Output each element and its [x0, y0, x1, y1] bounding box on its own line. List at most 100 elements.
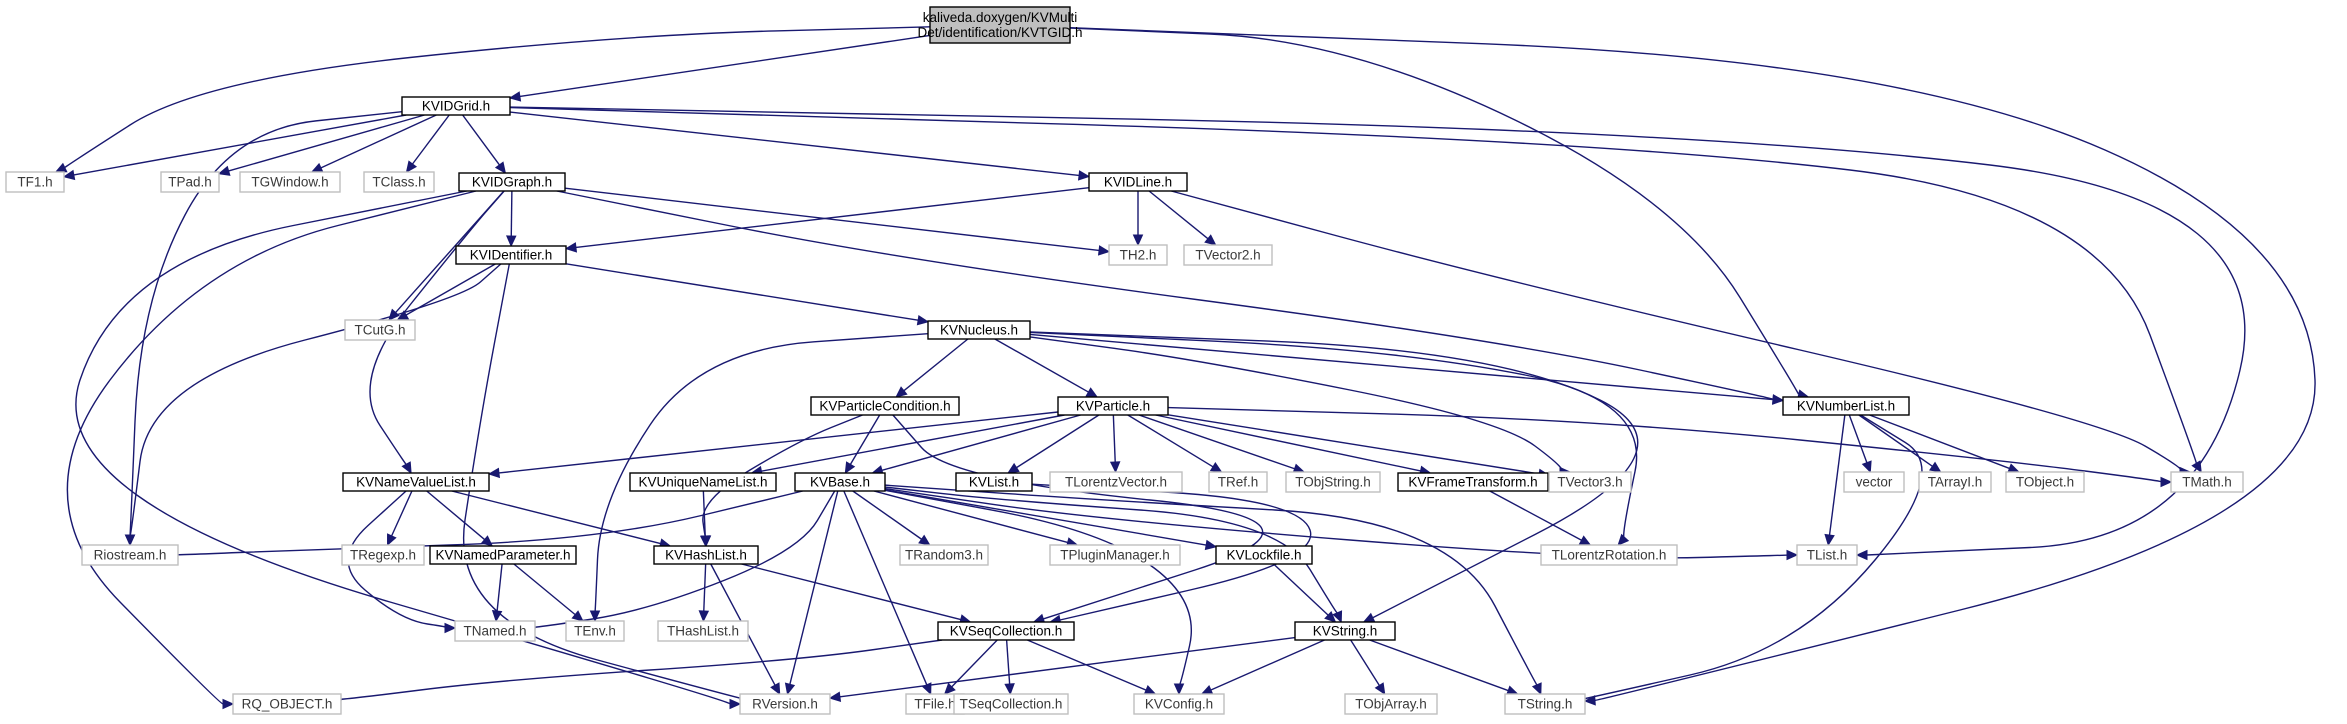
edge-kvparticle-to-kvlist	[1007, 414, 1100, 474]
edge-kvidgrid-to-tlist	[509, 106, 2246, 561]
arrowhead-icon	[491, 610, 503, 623]
node-label: KVParticleCondition.h	[819, 399, 950, 414]
node-kvparticlecondition[interactable]: KVParticleCondition.h	[810, 396, 960, 416]
node-kvuniquenamelist[interactable]: KVUniqueNameList.h	[629, 472, 777, 492]
edge-kvidgrid-to-tclass	[405, 114, 450, 173]
edge-kvnucleus-to-tenv	[589, 332, 929, 623]
arrowhead-icon	[62, 169, 76, 181]
node-kvhashlist[interactable]: KVHashList.h	[653, 545, 759, 565]
node-label: KVNameValueList.h	[356, 475, 476, 490]
node-kvstring[interactable]: KVString.h	[1294, 621, 1396, 641]
edge-kvlockfile-to-kvstring	[1273, 563, 1337, 623]
node-label: TFile.h	[914, 697, 955, 712]
arrowhead-icon	[828, 691, 842, 703]
arrowhead-icon	[505, 235, 517, 248]
edge-kvidgraph-to-th2	[564, 187, 1111, 256]
edge-kvidentifier-to-tcutg	[396, 263, 496, 321]
arrowhead-icon	[1824, 533, 1835, 547]
edge-kvidgraph-to-rq_object	[66, 190, 477, 710]
arrowhead-icon	[844, 461, 856, 475]
node-kvparticle[interactable]: KVParticle.h	[1057, 396, 1169, 416]
edge-kvnumberlist-to-tlist	[1824, 414, 1846, 547]
edge-kvparticle-to-kvframetransform	[1155, 414, 1432, 476]
node-label: KVIDLine.h	[1104, 175, 1172, 190]
node-label: TPluginManager.h	[1060, 548, 1170, 563]
node-tnamed: TNamed.h	[454, 620, 536, 642]
node-kvlockfile[interactable]: KVLockfile.h	[1215, 545, 1313, 565]
edge-kvidentifier-to-kvnucleus	[565, 263, 930, 326]
node-label: TArrayI.h	[1928, 475, 1983, 490]
node-kvnumberlist[interactable]: KVNumberList.h	[1782, 396, 1910, 416]
node-kvidentifier[interactable]: KVIDentifier.h	[455, 245, 567, 265]
arrowhead-icon	[1007, 462, 1020, 474]
node-rq_object: RQ_OBJECT.h	[232, 693, 342, 715]
edge-kvidline-to-tmath	[1171, 190, 2192, 478]
edge-kvnamedparameter-to-tnamed	[491, 563, 503, 623]
edge-kvparticlecondition-to-kvseqcollection	[892, 414, 1264, 624]
arrowhead-icon	[1578, 535, 1592, 546]
node-label: KVIDGraph.h	[472, 175, 552, 190]
arrowhead-icon	[1132, 234, 1144, 247]
node-label: TNamed.h	[463, 624, 526, 639]
arrowhead-icon	[918, 534, 931, 546]
node-label: KVFrameTransform.h	[1408, 475, 1537, 490]
node-tpluginmanager: TPluginManager.h	[1049, 544, 1181, 566]
edge-kvidgrid-to-tf1	[62, 114, 407, 181]
node-label: KVIDentifier.h	[470, 248, 553, 263]
node-kvnamevaluelist[interactable]: KVNameValueList.h	[342, 472, 490, 492]
edge-kvnucleus-to-tlorentzrotation	[1029, 331, 1638, 546]
edge-kvnucleus-to-kvparticle	[994, 338, 1099, 398]
edge-kvparticle-to-tref	[1127, 414, 1223, 473]
node-tlorentzrotation: TLorentzRotation.h	[1540, 544, 1678, 566]
node-label: KVUniqueNameList.h	[638, 475, 767, 490]
arrowhead-icon	[1077, 170, 1091, 181]
node-label: RQ_OBJECT.h	[242, 697, 333, 712]
arrowhead-icon	[387, 533, 397, 547]
node-label: vector	[1856, 475, 1893, 490]
arrowhead-icon	[1855, 549, 1868, 561]
arrowhead-icon	[943, 682, 956, 695]
arrowhead-icon	[1204, 539, 1218, 551]
arrowhead-icon	[401, 461, 412, 475]
edge-kvframetransform-to-tlorentzrotation	[1489, 490, 1592, 546]
arrowhead-icon	[784, 682, 796, 696]
node-tvector3: TVector3.h	[1548, 471, 1632, 493]
arrowhead-icon	[444, 622, 457, 634]
node-thashlist: THashList.h	[657, 620, 749, 642]
node-label: KVConfig.h	[1145, 697, 1213, 712]
node-kvlist[interactable]: KVList.h	[955, 472, 1033, 492]
node-tenv: TEnv.h	[565, 620, 625, 642]
arrowhead-icon	[222, 698, 235, 710]
node-label: TVector3.h	[1557, 475, 1622, 490]
arrowhead-icon	[564, 242, 578, 253]
arrowhead-icon	[508, 91, 522, 102]
arrowhead-icon	[1332, 610, 1343, 624]
node-kvnucleus[interactable]: KVNucleus.h	[927, 320, 1031, 340]
node-kvseqcollection[interactable]: KVSeqCollection.h	[937, 621, 1075, 641]
arrowhead-icon	[405, 160, 418, 173]
node-label: KVNumberList.h	[1797, 399, 1895, 414]
node-tlorentzvector: TLorentzVector.h	[1049, 471, 1183, 493]
node-kvidline[interactable]: KVIDLine.h	[1088, 172, 1188, 192]
arrowhead-icon	[388, 308, 400, 321]
node-tpad: TPad.h	[160, 171, 220, 193]
node-kvidgrid[interactable]: KVIDGrid.h	[401, 96, 511, 116]
node-label: TClass.h	[372, 175, 425, 190]
edge-kvstring-to-tstring	[1369, 639, 1519, 696]
edge-kvidgrid-to-kvidgraph	[462, 114, 507, 174]
node-kvnamedparameter[interactable]: KVNamedParameter.h	[429, 545, 577, 565]
arrowhead-icon	[1143, 685, 1157, 695]
arrowhead-icon	[1004, 683, 1015, 696]
arrowhead-icon	[699, 535, 711, 548]
edge-kvbase-to-tpluginmanager	[873, 490, 1079, 548]
node-kvtgid[interactable]: kaliveda.doxygen/KVMultiDet/identificati…	[917, 6, 1083, 44]
node-label: TLorentzVector.h	[1065, 475, 1167, 490]
node-kvbase[interactable]: KVBase.h	[794, 472, 886, 492]
node-kvframetransform[interactable]: KVFrameTransform.h	[1397, 472, 1549, 492]
edge-kvbase-to-tstring	[884, 484, 1542, 696]
node-kvidgraph[interactable]: KVIDGraph.h	[458, 172, 566, 192]
node-tregexp: TRegexp.h	[341, 544, 425, 566]
edge-kvidgraph-to-rversion	[75, 190, 742, 710]
node-tstring: TString.h	[1504, 693, 1586, 715]
